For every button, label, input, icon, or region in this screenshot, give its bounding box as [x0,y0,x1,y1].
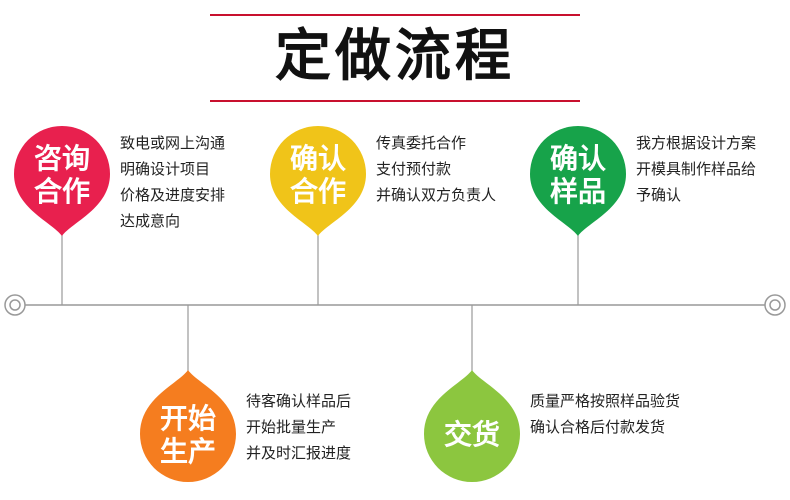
desc-line: 传真委托合作 [376,134,467,152]
desc-line: 并确认双方负责人 [376,186,497,204]
desc-line: 质量严格按照样品验货 [530,392,681,410]
step-confirm-cooperation-description: 传真委托合作 支付预付款 并确认双方负责人 [376,130,496,208]
circle-target-icon-left [4,294,26,316]
step-label-line2: 样品 [549,175,606,208]
step-label-line1: 开始 [159,402,216,435]
step-delivery-drop: 交货 [422,368,522,486]
desc-line: 明确设计项目 [120,160,211,178]
desc-line: 达成意向 [120,212,181,230]
step-confirm-sample-description: 我方根据设计方案 开模具制作样品给 予确认 [636,130,756,208]
desc-line: 开始批量生产 [246,418,337,436]
desc-line: 我方根据设计方案 [636,134,757,152]
step-label-line2: 合作 [289,175,346,208]
desc-line: 价格及进度安排 [120,186,226,204]
step-start-production-drop: 开始 生产 [138,368,238,486]
step-label-line1: 咨询 [33,142,90,175]
step-delivery-description: 质量严格按照样品验货 确认合格后付款发货 [530,388,680,440]
step-confirm-sample-drop: 确认 样品 [528,122,628,238]
title-frame: 定做流程 [210,14,580,102]
page-title: 定做流程 [275,24,515,89]
desc-line: 并及时汇报进度 [246,444,352,462]
desc-line: 确认合格后付款发货 [530,418,666,436]
desc-line: 开模具制作样品给 [636,160,757,178]
step-label-line2: 生产 [159,435,216,468]
step-label-line2: 合作 [33,175,90,208]
step-label-line1: 确认 [289,142,346,175]
step-confirm-cooperation-drop: 确认 合作 [268,122,368,238]
step-consult-description: 致电或网上沟通 明确设计项目 价格及进度安排 达成意向 [120,130,225,234]
step-start-production-description: 待客确认样品后 开始批量生产 并及时汇报进度 [246,388,351,466]
step-label-line1: 交货 [443,418,500,451]
desc-line: 予确认 [636,186,682,204]
circle-target-icon-right [764,294,786,316]
step-consult-drop: 咨询 合作 [12,122,112,238]
desc-line: 待客确认样品后 [246,392,352,410]
desc-line: 致电或网上沟通 [120,134,226,152]
desc-line: 支付预付款 [376,160,452,178]
step-label-line1: 确认 [549,142,606,175]
